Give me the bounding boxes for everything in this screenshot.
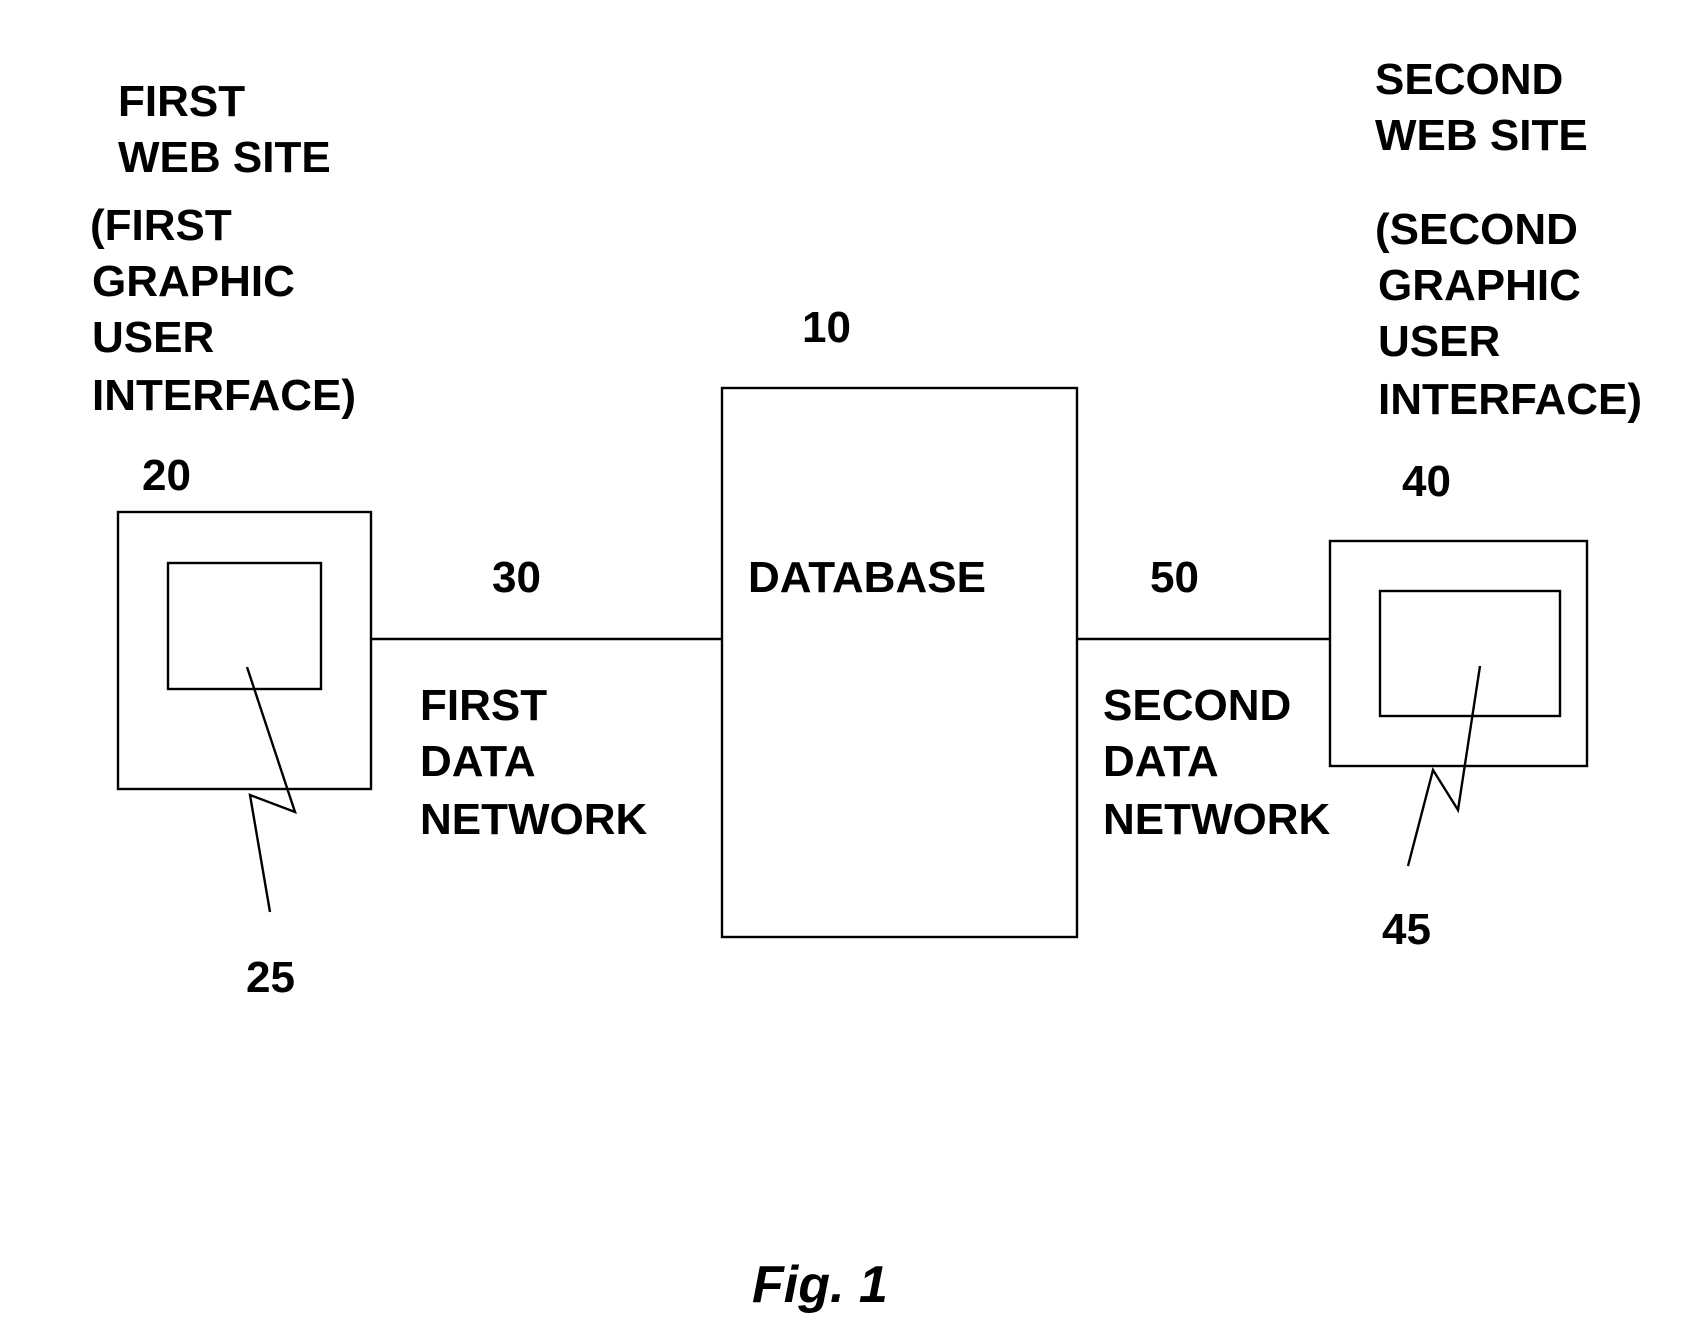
first-network-label-line-2: DATA [420,737,536,786]
database-box [722,388,1077,937]
second-site-screen [1380,591,1560,716]
first-site-subtitle: (FIRST GRAPHIC USER INTERFACE) [90,201,356,420]
first-site-subtitle-line-2: GRAPHIC [92,257,295,306]
first-site-subtitle-line-1: (FIRST [90,201,232,250]
second-site-title-line-1: SECOND [1375,55,1563,104]
first-site-title-line-1: FIRST [118,77,245,126]
second-network-label-line-2: DATA [1103,737,1219,786]
second-site-terminal [1330,541,1587,766]
second-site-title: SECOND WEB SITE [1375,55,1588,160]
first-network-label-line-1: FIRST [420,681,547,730]
first-site-title-line-2: WEB SITE [118,133,331,182]
second-network-ref: 50 [1150,553,1199,602]
second-network-label-line-1: SECOND [1103,681,1291,730]
second-network-label: SECOND DATA NETWORK [1103,681,1331,844]
database-label: DATABASE [748,553,986,602]
second-site-ref: 40 [1402,457,1451,506]
second-network-label-line-3: NETWORK [1103,795,1331,844]
second-screen-ref: 45 [1382,905,1431,954]
second-site-subtitle-line-3: USER [1378,317,1500,366]
first-site-subtitle-line-3: USER [92,313,214,362]
first-site-ref: 20 [142,451,191,500]
first-site-title: FIRST WEB SITE [118,77,331,182]
first-screen-ref: 25 [246,953,295,1002]
first-site-terminal [118,512,371,789]
second-site-subtitle-line-1: (SECOND [1375,205,1578,254]
first-network-ref: 30 [492,553,541,602]
second-site-subtitle-line-4: INTERFACE) [1378,375,1642,424]
first-network-label: FIRST DATA NETWORK [420,681,648,844]
first-site-screen [168,563,321,689]
first-site-subtitle-line-4: INTERFACE) [92,371,356,420]
figure-caption: Fig. 1 [752,1256,888,1314]
second-site-subtitle: (SECOND GRAPHIC USER INTERFACE) [1375,205,1642,424]
first-network-label-line-3: NETWORK [420,795,648,844]
second-site-subtitle-line-2: GRAPHIC [1378,261,1581,310]
database-ref: 10 [802,303,851,352]
second-site-title-line-2: WEB SITE [1375,111,1588,160]
